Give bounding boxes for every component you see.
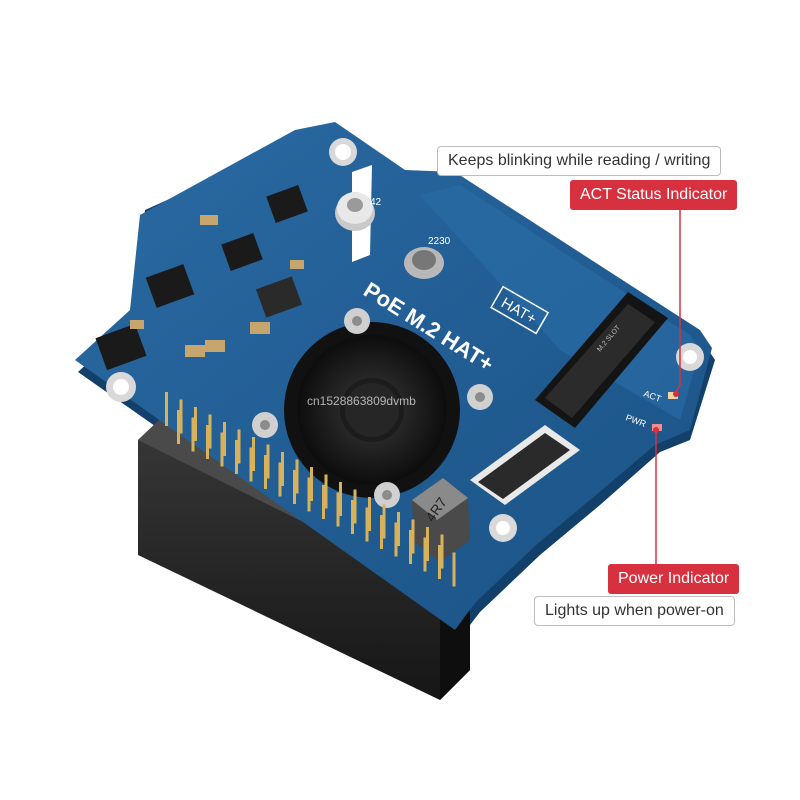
header-pin (293, 470, 296, 504)
silkscreen-42: 42 (370, 197, 382, 208)
act-leader-line (675, 210, 681, 393)
power-description: Lights up when power-on (534, 596, 735, 626)
m2-connector (535, 292, 668, 428)
header-pin (397, 512, 400, 546)
silkscreen-2230: 2230 (428, 236, 451, 247)
header-pin (411, 519, 415, 554)
header-pin (339, 482, 342, 516)
header-pins (165, 392, 456, 587)
cooling-fan (284, 322, 460, 498)
thumb-screw (335, 192, 375, 231)
header-pin (426, 527, 429, 561)
header-pin (336, 492, 340, 527)
header-pin (235, 440, 238, 474)
header-pin (368, 497, 371, 531)
header-pin (191, 417, 195, 452)
pwr-leader-dot (653, 427, 659, 433)
header-pin (220, 432, 224, 467)
header-pin (409, 530, 412, 564)
components-left (95, 185, 308, 371)
mounting-holes (106, 138, 704, 542)
pcie-fpc-connector (470, 425, 580, 505)
header-pin (266, 444, 270, 479)
header-pin (310, 467, 313, 501)
fan-screws (252, 308, 493, 508)
header-pin (322, 485, 325, 519)
header-pin (324, 474, 328, 509)
ssd-standoff (404, 247, 444, 279)
header-pin (382, 504, 386, 539)
header-pin (194, 407, 197, 441)
header-pin (438, 545, 441, 579)
header-pin (452, 552, 456, 587)
header-pin (237, 429, 241, 464)
header-pin (351, 500, 354, 534)
header-pin (278, 462, 282, 497)
header-pin (295, 459, 299, 494)
power-indicator-label: Power Indicator (608, 564, 740, 594)
header-pin (365, 507, 369, 542)
header-pin (440, 534, 444, 569)
act-leader-dot (673, 391, 679, 397)
header-pin (394, 522, 398, 557)
watermark: cn1528863809dvmb (307, 394, 416, 408)
header-pin (307, 477, 311, 512)
header-pin (249, 447, 253, 482)
act-description: Keeps blinking while reading / writing (437, 146, 722, 176)
header-pin (353, 489, 357, 524)
header-pin (264, 455, 267, 489)
header-pin (281, 452, 284, 486)
act-status-label: ACT Status Indicator (570, 180, 738, 210)
hat-badge-frame (490, 285, 550, 335)
header-pin (208, 414, 212, 449)
header-pin (423, 537, 427, 572)
header-pin (179, 399, 183, 434)
header-pin (380, 515, 383, 549)
header-pin (165, 392, 168, 426)
header-pin (223, 422, 226, 456)
header-pin (206, 425, 209, 459)
act-led (668, 392, 678, 399)
header-pin (252, 437, 255, 471)
header-pin (177, 410, 180, 444)
